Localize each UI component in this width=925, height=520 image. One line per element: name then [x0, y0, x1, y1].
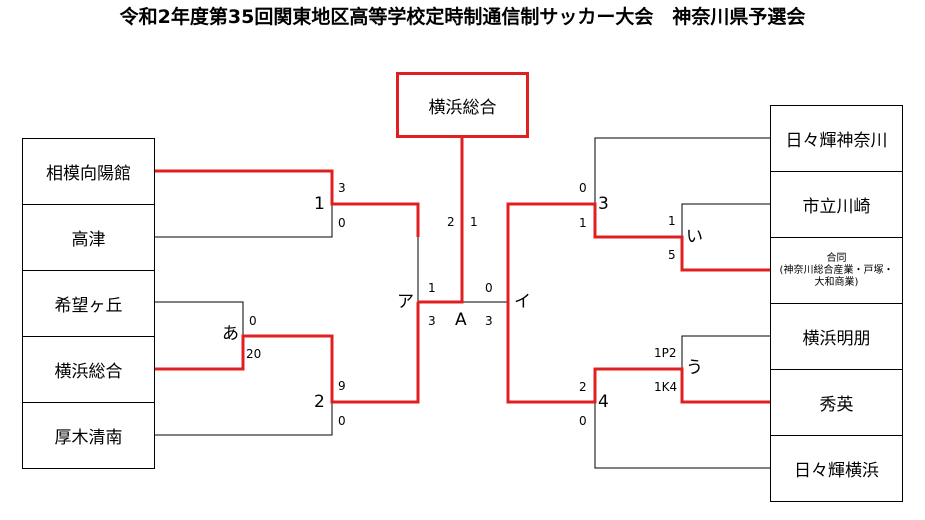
- team-name: 横浜明朋: [802, 329, 871, 349]
- score: 9: [338, 379, 346, 393]
- team-name: 日々輝神奈川: [785, 131, 888, 151]
- team-name: 希望ヶ丘: [54, 296, 123, 316]
- score: 0: [579, 414, 587, 428]
- match-label-semi-a: ア: [397, 292, 414, 312]
- champion-name: 横浜総合: [428, 97, 497, 118]
- bracket-line: [155, 402, 333, 436]
- winner-line: [155, 169, 420, 237]
- team-box-left-2: 高津: [22, 204, 155, 271]
- score: 20: [246, 347, 262, 361]
- score: 2: [579, 380, 587, 394]
- team-box-right-2: 市立川崎: [770, 171, 903, 238]
- winner-line: [506, 302, 770, 404]
- match-label-1: 1: [314, 194, 325, 214]
- team-box-right-5: 秀英: [770, 369, 903, 436]
- team-box-right-3: 合同 (神奈川総合産業・戸塚・ 大和商業): [770, 237, 903, 304]
- match-label-4: 4: [598, 392, 609, 412]
- score: 5: [668, 248, 676, 262]
- winner-line: [155, 334, 334, 371]
- team-box-right-1: 日々輝神奈川: [770, 105, 903, 172]
- bracket-line: [594, 137, 770, 204]
- team-name: 厚木清南: [54, 428, 123, 448]
- score: 2: [447, 215, 455, 229]
- winner-line: [506, 202, 770, 302]
- score: 0: [249, 314, 257, 328]
- team-box-right-6: 日々輝横浜: [770, 435, 903, 502]
- match-label-final: A: [455, 310, 467, 330]
- score: 1: [668, 214, 676, 228]
- team-name: 高津: [71, 230, 106, 250]
- match-label-i: い: [686, 227, 703, 247]
- match-label-3: 3: [598, 194, 609, 214]
- match-label-a: あ: [222, 324, 239, 344]
- team-name: 相模向陽館: [46, 164, 131, 184]
- match-label-2: 2: [314, 392, 325, 412]
- bracket-line: [417, 237, 462, 303]
- team-box-left-5: 厚木清南: [22, 402, 155, 469]
- match-label-u: う: [686, 358, 703, 378]
- bracket-line: [155, 204, 333, 238]
- team-name: 秀英: [819, 395, 854, 415]
- team-name: 日々輝横浜: [794, 461, 879, 481]
- team-name-line: (神奈川総合産業・戸塚・: [779, 264, 894, 276]
- team-box-left-4: 横浜総合: [22, 336, 155, 403]
- team-name-line: 大和商業): [814, 276, 859, 288]
- team-box-right-4: 横浜明朋: [770, 303, 903, 370]
- score: 1: [470, 215, 478, 229]
- score: 1K4: [654, 380, 678, 394]
- team-name: 市立川崎: [802, 197, 871, 217]
- team-name-line: 合同: [826, 252, 847, 264]
- score: 3: [485, 314, 493, 328]
- score: 0: [338, 414, 346, 428]
- team-box-left-1: 相模向陽館: [22, 138, 155, 205]
- team-name: 横浜総合: [54, 362, 123, 382]
- winner-line: [418, 138, 464, 304]
- bracket-line: [594, 402, 770, 469]
- bracket-line: [681, 203, 770, 237]
- score: 1: [428, 281, 436, 295]
- champion-box: 横浜総合: [396, 72, 529, 138]
- score: 3: [428, 314, 436, 328]
- bracket-line: [681, 335, 770, 369]
- score: 3: [338, 181, 346, 195]
- winner-line: [330, 302, 420, 404]
- page-title: 令和2年度第35回関東地区高等学校定時制通信制サッカー大会 神奈川県予選会: [119, 6, 806, 28]
- score: 0: [485, 281, 493, 295]
- score: 0: [579, 181, 587, 195]
- team-box-left-3: 希望ヶ丘: [22, 270, 155, 337]
- score: 0: [338, 216, 346, 230]
- score: 1: [579, 216, 587, 230]
- score: 1P2: [654, 346, 677, 360]
- match-label-semi-i: イ: [514, 292, 531, 312]
- bracket-line: [155, 301, 244, 336]
